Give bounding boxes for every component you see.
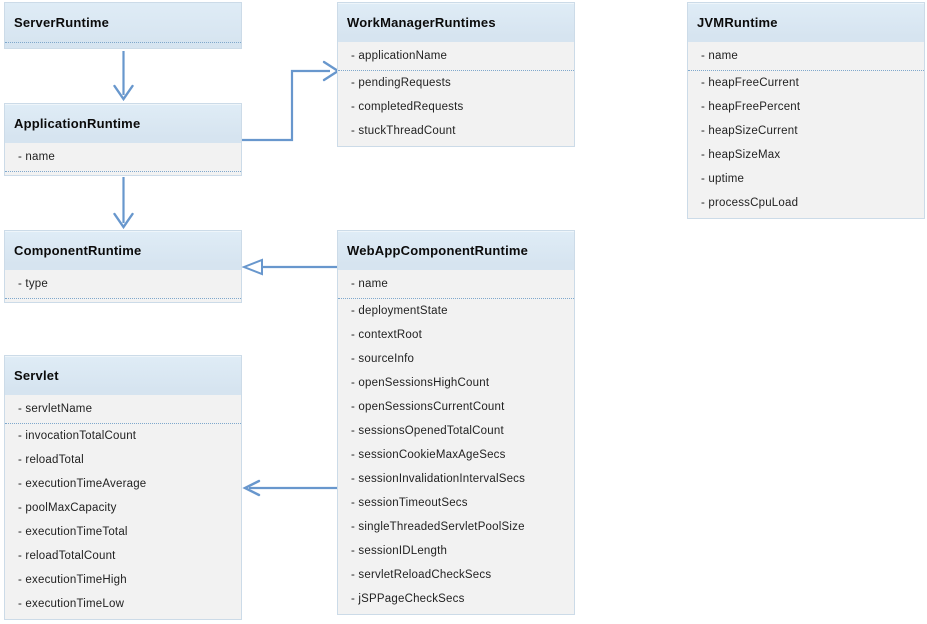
attribute-row: - completedRequests <box>351 101 464 113</box>
class-box-serverruntime: ServerRuntime <box>4 2 242 49</box>
class-title: ComponentRuntime <box>5 231 241 270</box>
connector-applicationruntime-to-componentruntime <box>113 177 134 230</box>
attribute-row: - name <box>338 270 574 299</box>
attribute-row: - uptime <box>701 173 745 185</box>
class-box-servlet: Servlet - servletName - invocationTotalCo… <box>4 355 242 620</box>
attribute-row: - name <box>688 42 924 71</box>
attribute-row: - name <box>5 143 241 172</box>
attribute-row: - processCpuLoad <box>701 197 799 209</box>
attribute-row: - reloadTotalCount <box>18 550 116 562</box>
open-arrow-icon <box>113 84 134 102</box>
attribute-row: - sessionIDLength <box>351 545 448 557</box>
attribute-row: - sessionsOpenedTotalCount <box>351 425 504 437</box>
attribute-list: - type <box>5 270 241 302</box>
compartment-separator <box>5 42 241 43</box>
attribute-row: - poolMaxCapacity <box>18 502 117 514</box>
open-arrow-icon <box>322 60 341 82</box>
attribute-row: - jSPPageCheckSecs <box>351 593 465 605</box>
connector-serverruntime-to-applicationruntime <box>113 51 134 102</box>
attribute-row: - heapSizeCurrent <box>701 125 798 137</box>
attribute-list: - name - heapFreeCurrent - heapFreePercent… <box>688 42 924 218</box>
attribute-row: - openSessionsHighCount <box>351 377 490 389</box>
attribute-row: - heapFreeCurrent <box>701 77 799 89</box>
attribute-row: - sourceInfo <box>351 353 415 365</box>
attribute-row: - heapSizeMax <box>701 149 781 161</box>
attribute-row: - heapFreePercent <box>701 101 801 113</box>
attribute-row: - openSessionsCurrentCount <box>351 401 505 413</box>
attribute-row: - stuckThreadCount <box>351 125 456 137</box>
attribute-row: - deploymentState <box>351 305 448 317</box>
class-title: JVMRuntime <box>688 3 924 42</box>
class-box-jvmruntime: JVMRuntime - name - heapFreeCurrent - heap… <box>687 2 925 219</box>
attribute-row: - executionTimeAverage <box>18 478 147 490</box>
attribute-row: - sessionTimeoutSecs <box>351 497 468 509</box>
connector-webappcomponentruntime-to-servlet <box>242 479 337 497</box>
attribute-row: - sessionInvalidationIntervalSecs <box>351 473 526 485</box>
attribute-row: - sessionCookieMaxAgeSecs <box>351 449 506 461</box>
attribute-row: - servletName <box>5 395 241 424</box>
class-box-componentruntime: ComponentRuntime - type <box>4 230 242 303</box>
attribute-row: - servletReloadCheckSecs <box>351 569 492 581</box>
attribute-row: - reloadTotal <box>18 454 84 466</box>
class-title: Servlet <box>5 356 241 395</box>
attribute-list: - name <box>5 143 241 175</box>
attribute-row: - pendingRequests <box>351 77 451 89</box>
attribute-row: - executionTimeHigh <box>18 574 127 586</box>
attribute-list: - name - deploymentState - contextRoot - so… <box>338 270 574 614</box>
attribute-row: - type <box>5 270 241 299</box>
class-title: ServerRuntime <box>14 15 110 30</box>
class-title: WorkManagerRuntimes <box>338 3 574 42</box>
hollow-triangle-icon <box>241 258 263 276</box>
class-box-applicationruntime: ApplicationRuntime - name <box>4 103 242 176</box>
attribute-row: - singleThreadedServletPoolSize <box>351 521 525 533</box>
attribute-list: - servletName - invocationTotalCount - rel… <box>5 395 241 619</box>
open-arrow-icon <box>242 479 261 497</box>
open-arrow-icon <box>113 212 134 230</box>
attribute-row: - contextRoot <box>351 329 422 341</box>
class-title: ApplicationRuntime <box>5 104 241 143</box>
connector-applicationruntime-to-workmanagerruntimes <box>242 60 341 142</box>
attribute-list: - applicationName - pendingRequests - comp… <box>338 42 574 146</box>
attribute-row: - invocationTotalCount <box>18 430 137 442</box>
class-title: WebAppComponentRuntime <box>338 231 574 270</box>
attribute-row: - applicationName <box>338 42 574 71</box>
class-box-workmanagerruntimes: WorkManagerRuntimes - applicationName - p… <box>337 2 575 147</box>
attribute-row: - executionTimeLow <box>18 598 125 610</box>
connector-webappcomponentruntime-to-componentruntime <box>241 258 337 276</box>
attribute-row: - executionTimeTotal <box>18 526 128 538</box>
class-box-webappcomponentruntime: WebAppComponentRuntime - name - deploymen… <box>337 230 575 615</box>
